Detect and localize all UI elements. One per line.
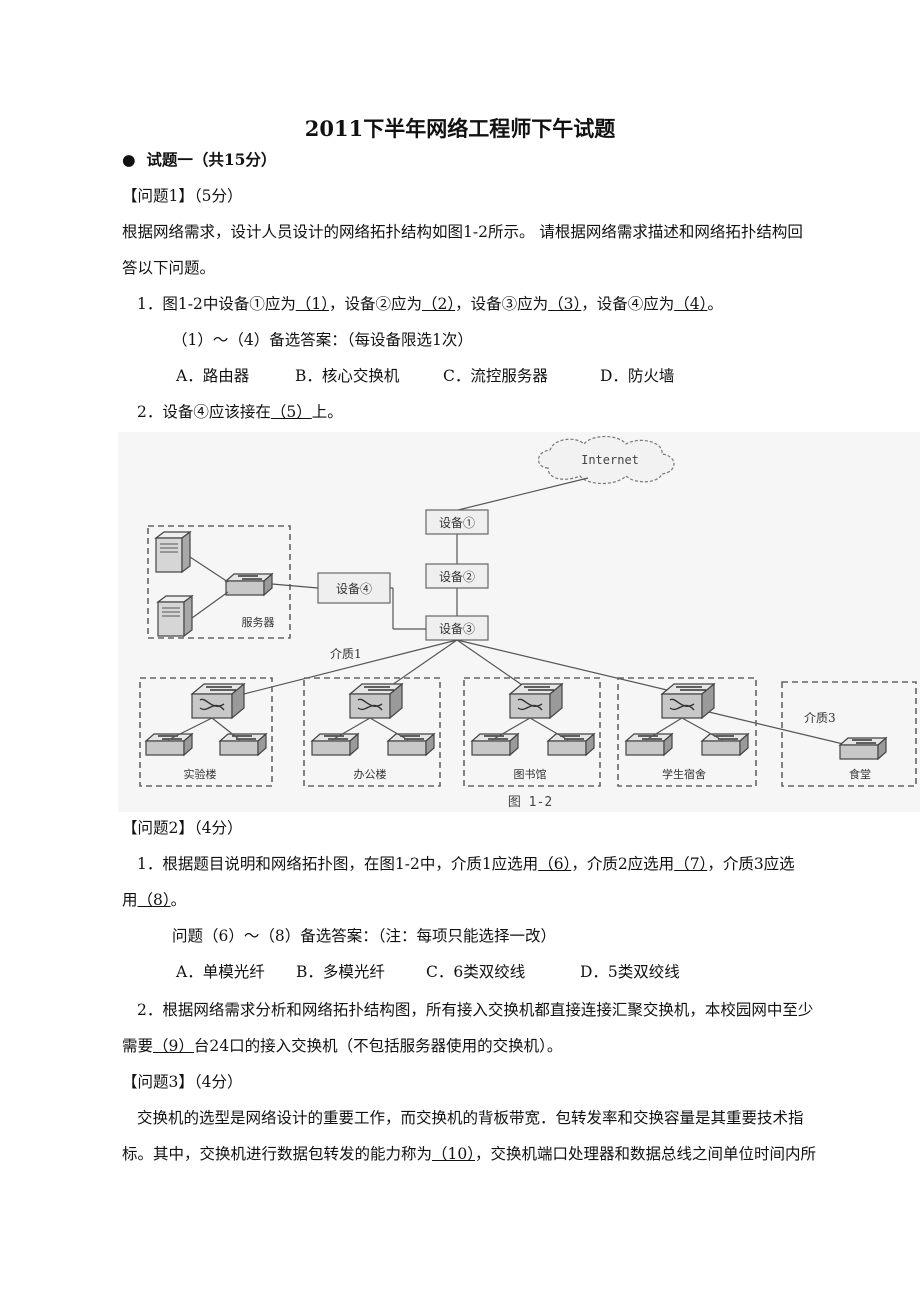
group-label: 图书馆 <box>514 767 547 781</box>
group-label: 学生宿舍 <box>662 767 706 781</box>
blank-8: （8） <box>137 891 171 909</box>
q1-option-c: C．流控服务器 <box>443 367 548 385</box>
q1-options-note: （1）～（4）备选答案：（每设备限选1次） <box>172 331 473 349</box>
blank-1: （1） <box>295 295 329 313</box>
q2-item1-line1: 1．根据题目说明和网络拓扑图，在图1-2中，介质1应选用（6），介质2应选用（7… <box>137 854 795 874</box>
device-4-label: 设备④ <box>336 582 372 596</box>
access-switch-icon <box>839 737 887 760</box>
device-1-label: 设备① <box>439 516 475 530</box>
group-label: 实验楼 <box>184 767 217 781</box>
building-group-box <box>781 681 917 787</box>
q3-line1: 交换机的选型是网络设计的重要工作，而交换机的背板带宽．包转发率和交换容量是其重要… <box>137 1109 804 1127</box>
server-group-box <box>147 525 291 639</box>
access-switch-icon <box>145 733 193 756</box>
q1-item1-text: ，设备②应为 <box>328 295 422 313</box>
access-switch-icon <box>471 733 519 756</box>
internet-label: Internet <box>581 453 639 467</box>
q1-item1: 1．图1-2中设备①应为（1），设备②应为（2），设备③应为（3），设备④应为（… <box>137 294 723 314</box>
q2-item2-text: 台24口的接入交换机（不包括服务器使用的交换机）。 <box>193 1037 563 1055</box>
access-switch-icon <box>701 733 749 756</box>
blank-2: （2） <box>421 295 456 313</box>
q2-header: 【问题2】（4分） <box>122 819 243 837</box>
q1-intro-line2: 答以下问题。 <box>122 259 216 277</box>
blank-7: （7） <box>674 855 708 873</box>
building-group-box <box>139 677 273 787</box>
core-switch-icon <box>509 683 563 719</box>
q3-text: 标。其中，交换机进行数据包转发的能力称为 <box>122 1145 433 1163</box>
blank-6: （6） <box>538 855 572 873</box>
q2-options-note: 问题（6）～（8）备选答案：（注：每项只能选择一改） <box>172 927 556 945</box>
q1-option-a: A．路由器 <box>176 367 250 385</box>
q2-item2-text: 需要 <box>122 1037 154 1055</box>
group-label: 办公楼 <box>354 767 387 781</box>
blank-3: （3） <box>548 295 582 313</box>
q2-option-c: C．6类双绞线 <box>426 963 526 981</box>
q2-item2-line2: 需要（9）台24口的接入交换机（不包括服务器使用的交换机）。 <box>122 1036 562 1056</box>
medium-1-label: 介质1 <box>330 647 362 661</box>
q1-header: 【问题1】（5分） <box>122 187 243 205</box>
core-switch-icon <box>349 683 403 719</box>
access-switch-icon <box>625 733 673 756</box>
device-3-box <box>425 615 489 641</box>
figure-caption: 图 1-2 <box>508 795 552 810</box>
page-title: 2011下半年网络工程师下午试题 <box>304 116 616 141</box>
q1-item1-text: ，设备④应为 <box>581 295 675 313</box>
q3-line2: 标。其中，交换机进行数据包转发的能力称为（10），交换机端口处理器和数据总线之间… <box>122 1144 816 1164</box>
access-switch-icon <box>311 733 359 756</box>
building-group-box <box>463 677 601 787</box>
blank-10: （10） <box>432 1145 475 1163</box>
blank-4: （4） <box>674 295 708 313</box>
q1-item1-text: 。 <box>707 295 723 313</box>
internet-cloud <box>537 435 675 485</box>
access-switch-icon <box>547 733 595 756</box>
section-heading: ● 试题一（共15分） <box>122 150 276 170</box>
q1-item2-text: 上。 <box>311 403 343 421</box>
bullet-icon: ● <box>122 150 136 169</box>
q2-option-a: A．单模光纤 <box>176 963 265 981</box>
q2-item1-text: ，介质3应选 <box>707 855 795 873</box>
server-icon <box>155 531 191 573</box>
server-switch-icon <box>225 573 273 596</box>
q3-header: 【问题3】（4分） <box>122 1073 243 1091</box>
q1-item1-text: 1．图1-2中设备①应为 <box>137 295 296 313</box>
q1-item1-text: ，设备③应为 <box>455 295 549 313</box>
q1-intro-line1: 根据网络需求，设计人员设计的网络拓扑结构如图1-2所示。 请根据网络需求描述和网… <box>122 223 803 241</box>
q2-item1-text: 。 <box>170 891 187 909</box>
q1-item2-text: 2．设备④应该接在 <box>137 403 271 421</box>
q2-item1-text: 1．根据题目说明和网络拓扑图，在图1-2中，介质1应选用 <box>137 855 539 873</box>
q1-option-b: B．核心交换机 <box>295 367 400 385</box>
q1-item2: 2．设备④应该接在（5）上。 <box>137 402 343 422</box>
core-switch-icon <box>661 683 715 719</box>
q2-item1-text: 用 <box>122 891 138 909</box>
building-group-box <box>303 677 441 787</box>
device-2-label: 设备② <box>439 570 475 584</box>
section-label: 试题一（共15分） <box>146 150 277 169</box>
access-switch-icon <box>387 733 435 756</box>
group-label: 食堂 <box>849 767 871 781</box>
q2-option-b: B．多模光纤 <box>296 963 385 981</box>
q3-text: ，交换机端口处理器和数据总线之间单位时间内所 <box>475 1145 817 1163</box>
q2-item1-text: ，介质2应选用 <box>571 855 675 873</box>
device-2-box <box>425 563 489 589</box>
q2-item2-line1: 2．根据网络需求分析和网络拓扑结构图，所有接入交换机都直接连接汇聚交换机，本校园… <box>137 1001 814 1019</box>
building-group-box <box>617 677 757 787</box>
network-topology-figure: Internet 设备① 设备② 设备③ 设备④ 服务 <box>118 432 920 812</box>
medium-3-label: 介质3 <box>804 711 836 725</box>
device-1-box <box>425 509 489 535</box>
access-switch-icon <box>219 733 267 756</box>
blank-5: （5） <box>270 403 312 421</box>
q1-option-d: D．防火墙 <box>600 367 675 385</box>
servers-label: 服务器 <box>242 616 275 629</box>
q2-item1-line2: 用（8）。 <box>122 890 186 910</box>
device-3-label: 设备③ <box>439 622 475 636</box>
core-switch-icon <box>191 683 245 719</box>
server-icon <box>157 595 193 637</box>
blank-9: （9） <box>153 1037 194 1055</box>
q2-option-d: D．5类双绞线 <box>580 963 680 981</box>
